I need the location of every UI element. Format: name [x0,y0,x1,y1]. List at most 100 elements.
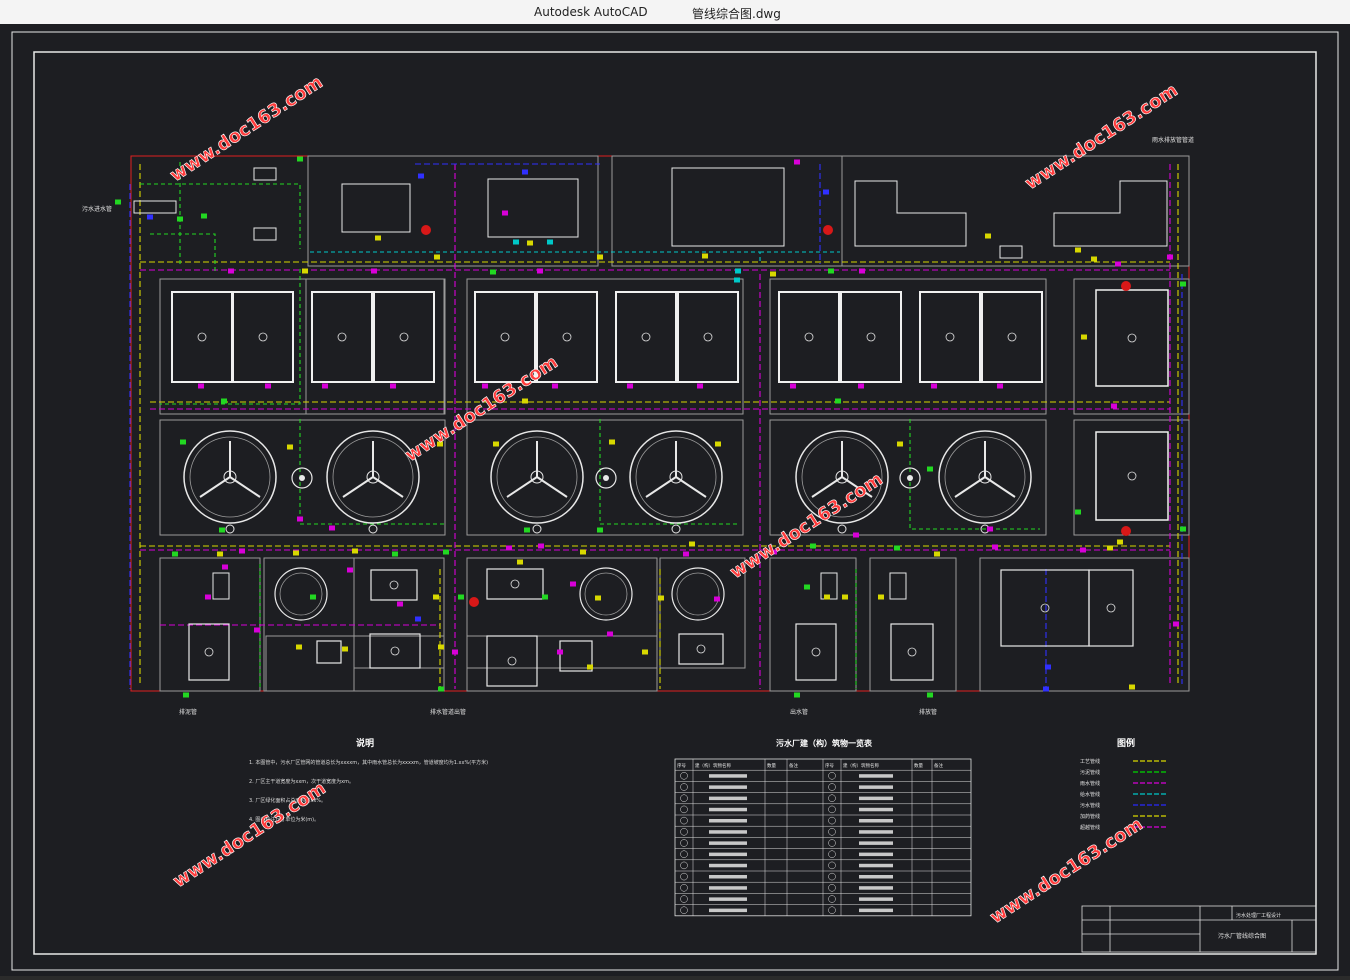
building [188,623,230,681]
pipe-marker [221,398,227,404]
pipe-marker [392,551,398,557]
notes-title: 说明 [356,737,374,749]
distribution-well-core [907,475,913,481]
pipe-marker [1111,403,1117,409]
watermark-text: www.doc163.com [169,778,329,892]
pipe-marker [595,595,601,601]
legend-title: 图例 [1117,737,1135,749]
pipe-marker [297,156,303,162]
pipe-marker [828,268,834,274]
digester-inner [584,572,628,616]
table-name-cell [709,819,747,823]
building [1053,180,1168,247]
note-3: 3. 厂区绿化面积占总面积的xx%。 [249,797,326,804]
digester-inner [279,572,323,616]
table-name-cell [859,908,893,913]
table-index-cell [680,772,688,780]
site-block [979,557,1190,692]
table-index-cell [828,872,836,881]
pipe-marker [853,532,859,538]
pipe-marker [310,594,316,600]
pipe-marker [714,596,720,602]
center-well [366,470,380,484]
pipe-marker [1180,281,1186,287]
table-index-cell [828,805,836,814]
digester [671,567,725,621]
pipe-marker [329,525,335,531]
pipe-marker [1080,547,1086,553]
building [671,167,785,247]
building [486,635,538,687]
table-index-cell [680,884,688,892]
building-tag [510,579,520,589]
pipe-marker [1091,256,1097,262]
watermark-text: www.doc163.com [986,814,1146,928]
top-right-label: 雨水排放管管道 [1152,136,1194,144]
drawing-canvas[interactable]: 污水进水管 雨水排放管管道 排泥管 排水管道出管 出水管 排放管 说明 1. 本… [0,24,1350,976]
site-block [265,635,445,692]
site-block [1073,278,1190,415]
pipe-marker [878,594,884,600]
pipe-marker [1173,621,1179,627]
center-well [669,470,683,484]
pipe-marker [987,526,993,532]
outlet-chamber [837,524,847,534]
clarifier [795,430,889,524]
building-tag [696,644,706,654]
table-index-cell [680,783,688,791]
pipe-marker [177,216,183,222]
aeration-tank [615,291,677,383]
table-index-cell [828,828,836,836]
valve-symbol [1121,526,1131,536]
scraper-arm [199,476,231,498]
table-index-cell [680,839,688,847]
aeration-tank [919,291,981,383]
scraper-arm [229,476,261,498]
sludge-pipe [140,183,301,249]
pipe-marker [810,543,816,549]
pipe-marker [609,439,615,445]
window-titlebar: Autodesk AutoCAD 管线综合图.dwg [0,0,1350,24]
pipe-marker [794,692,800,698]
table-name-cell [709,852,747,857]
outlet-chamber [532,524,542,534]
table-name-cell [709,830,747,834]
pipe-marker [580,549,586,555]
pipe-marker [683,551,689,557]
distribution-well-core [299,475,305,481]
tank-tag [1007,332,1017,342]
valve-symbol [421,225,431,235]
pipe-network [129,162,1183,689]
outlet-chamber [368,524,378,534]
outer-border [11,31,1339,971]
aeration-tank [981,291,1043,383]
building-tag [1040,603,1050,613]
table-name-cell [709,785,747,789]
pipe-marker [513,239,519,245]
clarifier [183,430,277,524]
pipe-marker [537,268,543,274]
pipe-marker [842,594,848,600]
building [486,568,544,600]
pipe-marker [522,398,528,404]
pipe-marker [437,441,443,447]
table-index-cell [828,816,836,825]
pipe-marker [172,551,178,557]
pipe-marker [1081,334,1087,340]
pipe-marker [265,383,271,389]
pipe-marker [297,516,303,522]
pipe-marker [371,268,377,274]
pipe-marker [597,527,603,533]
inlet-label: 污水进水管 [82,205,112,213]
building [1088,569,1134,647]
outlet-chamber [225,524,235,534]
building [487,178,579,238]
digester [274,567,328,621]
watermark-text: www.doc163.com [726,469,886,583]
aeration-tank [536,291,598,383]
scraper-arm [984,476,1016,498]
title-block [1081,905,1317,953]
aeration-tank [373,291,435,383]
outlet-label-2: 排水管道出管 [430,708,466,716]
